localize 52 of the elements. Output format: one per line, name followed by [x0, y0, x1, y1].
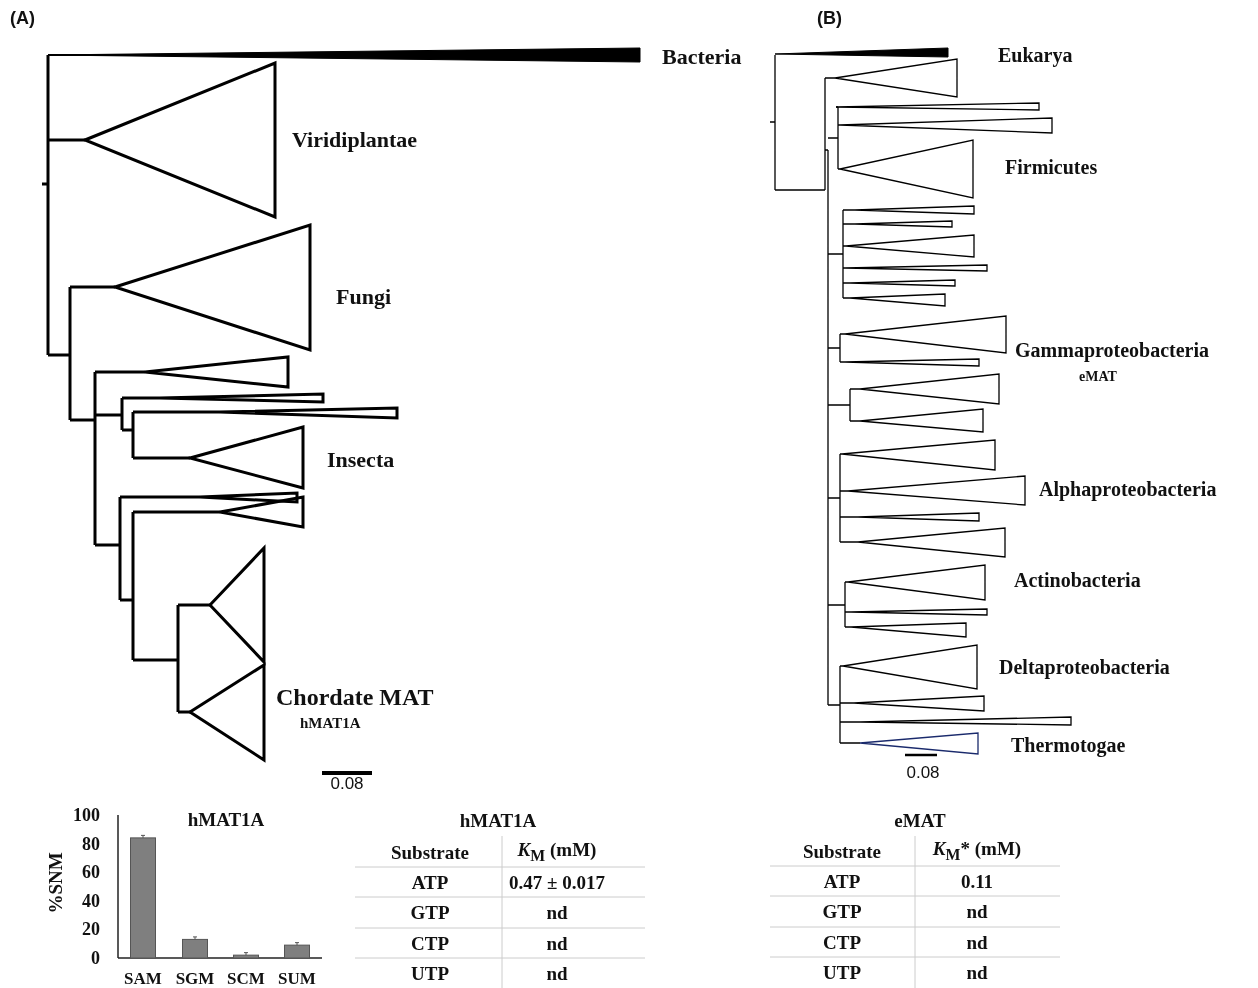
chart-title: hMAT1A: [187, 809, 265, 830]
clade-label: Thermotogae: [1011, 735, 1126, 755]
table-cell: 0.11: [960, 871, 994, 891]
category-label: SAM: [124, 969, 162, 988]
scale-bar-label: 0.08: [330, 774, 364, 792]
table-title: eMAT: [894, 810, 946, 830]
table-cell: ATP: [411, 872, 449, 892]
clade-label: Actinobacteria: [1014, 570, 1141, 590]
clade-label: Deltaproteobacteria: [999, 657, 1170, 677]
clade-label: Eukarya: [998, 45, 1073, 65]
axis-tick-label: 20: [82, 919, 100, 940]
clade-label: Viridiplantae: [292, 129, 418, 151]
category-label: SCM: [227, 969, 265, 988]
table-header: K$_{M}$* (mM): [932, 839, 1022, 863]
table-cell: nd: [546, 902, 568, 922]
clade-label: Insecta: [327, 449, 395, 471]
category-label: SGM: [175, 969, 215, 988]
axis-tick-label: 60: [82, 862, 100, 883]
clade-label: Alphaproteobacteria: [1039, 479, 1217, 499]
axis-tick-label: 100: [73, 805, 100, 825]
table-cell: nd: [966, 962, 988, 982]
table-header: Substrate: [390, 842, 470, 862]
panel-label: (B): [817, 9, 842, 27]
table-title: hMAT1A: [459, 810, 537, 830]
scale-bar-label: 0.08: [906, 763, 940, 781]
table-cell: GTP: [822, 901, 862, 921]
table-cell: UTP: [411, 963, 449, 983]
panel-label: (A): [10, 9, 35, 27]
table-cell: nd: [966, 932, 988, 952]
table-cell: nd: [546, 963, 568, 983]
clade-label: Fungi: [336, 286, 392, 308]
axis-title: %SNM: [45, 852, 66, 914]
table-header: K$_{M}$ (mM): [517, 840, 597, 864]
axis-tick-label: 80: [82, 833, 100, 854]
table-cell: ATP: [823, 871, 861, 891]
clade-label: eMAT: [1079, 370, 1117, 384]
table-header: Substrate: [802, 841, 882, 861]
axis-tick-label: 0: [91, 948, 100, 968]
clade-label: Chordate MAT: [276, 685, 434, 709]
axis-tick-label: 40: [82, 890, 100, 911]
table-cell: UTP: [823, 962, 861, 982]
clade-label: hMAT1A: [300, 715, 361, 731]
clade-label: Gammaproteobacteria: [1015, 340, 1210, 360]
table-cell: nd: [546, 933, 568, 953]
clade-label: Bacteria: [662, 46, 742, 68]
table-cell: CTP: [411, 933, 449, 953]
category-label: SUM: [278, 969, 316, 988]
table-cell: CTP: [823, 932, 861, 952]
table-cell: nd: [966, 901, 988, 921]
clade-label: Firmicutes: [1005, 157, 1098, 177]
table-cell: GTP: [410, 902, 450, 922]
table-cell: 0.47 ± 0.017: [509, 872, 605, 892]
